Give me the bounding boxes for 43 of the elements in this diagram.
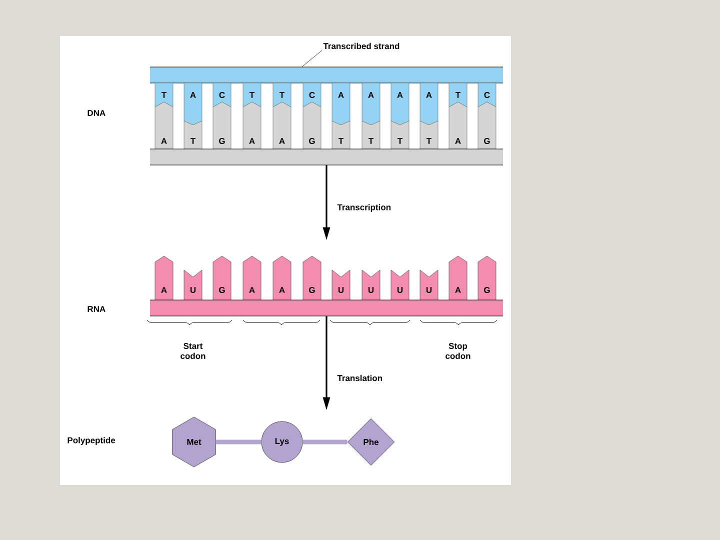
nucleotide-base: T	[390, 120, 410, 150]
leader-line	[302, 50, 322, 67]
edge-label: Translation	[337, 374, 382, 382]
nucleotide-base: C	[302, 82, 322, 108]
nucleotide-base: A	[242, 256, 262, 300]
nucleotide-base: G	[302, 102, 322, 150]
nucleotide-base: T	[242, 82, 262, 108]
nucleotide-base: T	[420, 120, 438, 150]
nucleotide-base: G	[478, 256, 496, 300]
edge-label: Transcription	[337, 204, 391, 212]
strand-name: RNA	[88, 306, 106, 312]
nucleotide-base: A	[362, 82, 380, 126]
nucleotide-base: T	[154, 82, 174, 108]
nucleotide-base: A	[184, 82, 202, 126]
nucleotide-base: C	[478, 82, 496, 108]
nucleotide-base: A	[272, 102, 292, 150]
nucleotide-base: A	[242, 102, 262, 150]
nucleotide-base: G	[478, 102, 496, 150]
nucleotide-base: A	[448, 102, 468, 150]
nucleotide-base: T	[332, 120, 350, 150]
nucleotide-base: T	[184, 120, 202, 150]
codon-label: Start codon	[180, 343, 206, 359]
peptide-bond	[302, 440, 348, 444]
nucleotide-base: A	[448, 256, 468, 300]
nucleotide-base: A	[154, 102, 174, 150]
peptide-bond	[216, 440, 262, 444]
nucleotide-base: G	[212, 102, 232, 150]
nucleotide-base: T	[272, 82, 292, 108]
nucleotide-base: A	[272, 256, 292, 300]
nucleotide-base: C	[212, 82, 232, 108]
strand-name: DNA	[88, 110, 106, 116]
nucleotide-base: A	[420, 82, 438, 126]
chain-name: Polypeptide	[68, 437, 116, 445]
nucleotide-base: A	[390, 82, 410, 126]
amino-acid-hexagon: Met	[172, 416, 216, 468]
nucleotide-base: G	[302, 256, 322, 300]
strand-label: Transcribed strand	[323, 42, 400, 50]
nucleotide-base: T	[448, 82, 468, 108]
nucleotide-base: G	[212, 256, 232, 300]
nucleotide-base: A	[154, 256, 174, 300]
nucleotide-base: A	[332, 82, 350, 126]
nucleotide-base: T	[362, 120, 380, 150]
codon-label: Stop codon	[446, 343, 470, 359]
